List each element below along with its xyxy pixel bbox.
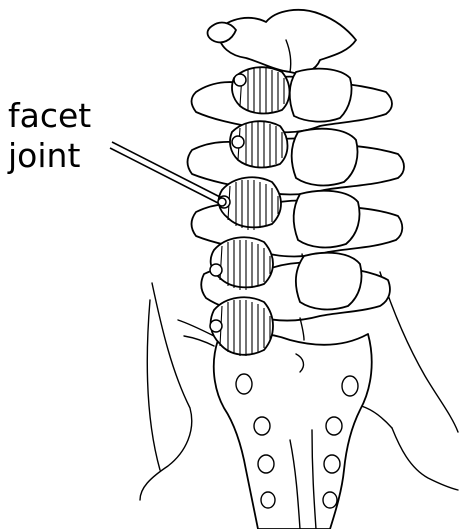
vertebra-l3 xyxy=(188,129,405,195)
vertebra-l1 xyxy=(208,10,357,73)
l5-body xyxy=(296,253,362,310)
facet-dot-1 xyxy=(234,74,246,86)
label-line-joint: joint xyxy=(8,136,128,176)
facet-joint-2 xyxy=(230,121,288,168)
l3-body xyxy=(292,129,358,186)
l4-body xyxy=(294,191,360,248)
right-iliac-crest xyxy=(380,272,458,432)
facet-joint-5 xyxy=(178,297,273,356)
facet-joint-1 xyxy=(232,67,290,114)
left-pelvis-lower xyxy=(147,300,160,470)
pointer-end-dot xyxy=(218,198,226,206)
l2-body xyxy=(290,69,352,122)
facet-dot-2 xyxy=(232,136,244,148)
vertebra-l2 xyxy=(192,69,393,133)
right-pelvis-lower xyxy=(392,428,458,490)
facet-joint-label: facet joint xyxy=(8,96,128,176)
facet-dot-4 xyxy=(210,264,222,276)
label-line-facet: facet xyxy=(8,96,128,136)
facet-dot-5 xyxy=(210,320,222,332)
sacrum xyxy=(214,333,372,529)
nerve-root xyxy=(178,320,214,346)
